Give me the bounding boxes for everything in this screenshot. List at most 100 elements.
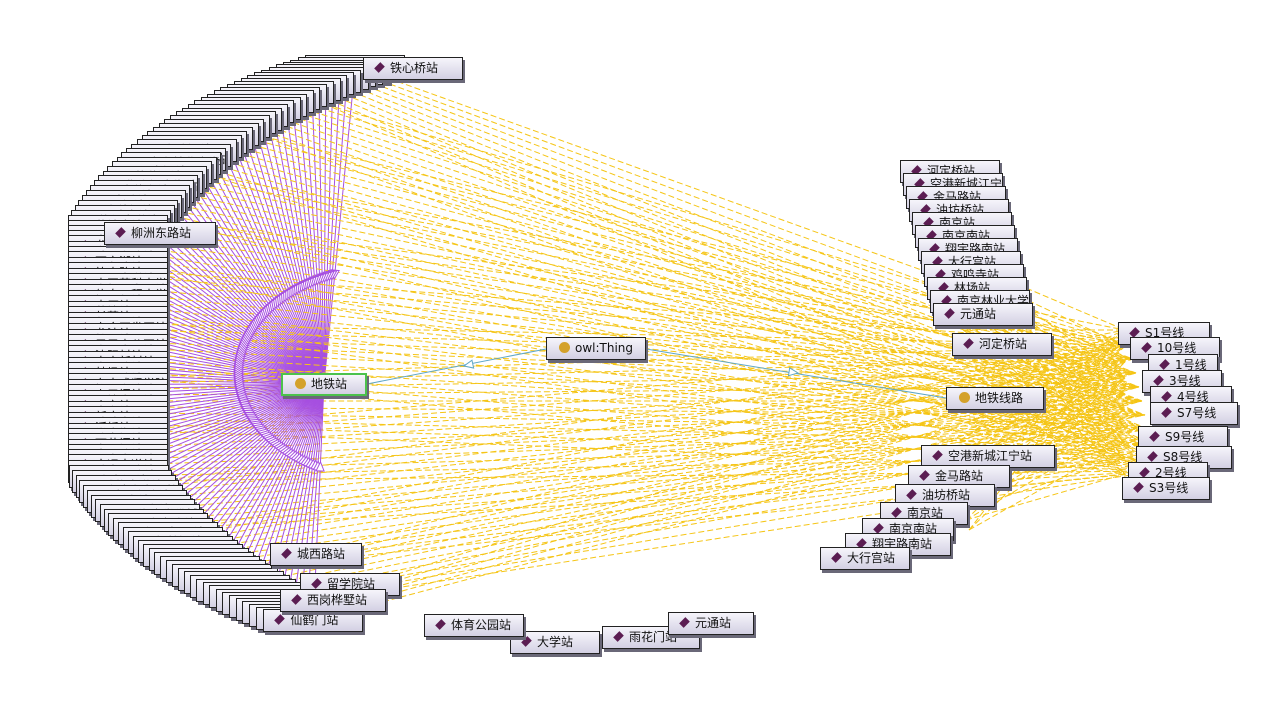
line-node[interactable]: S3号线 [1122, 477, 1210, 500]
subclass-edge [213, 129, 325, 385]
individual-diamond-icon [1159, 403, 1173, 424]
subclass-edge [285, 383, 325, 610]
type-edge [148, 185, 1143, 402]
type-edge [92, 278, 1137, 374]
type-edge [244, 110, 1149, 430]
station-node[interactable]: 体育公园站 [424, 614, 524, 637]
subclass-edge [202, 137, 325, 385]
subclass-edge [323, 66, 356, 385]
type-edge [971, 359, 1126, 427]
node-label: 元通站 [695, 616, 732, 630]
type-edge [167, 344, 1131, 534]
node-label: 大行宫站 [847, 551, 896, 565]
class-node-owl-thing[interactable]: owl:Thing [546, 337, 646, 360]
type-edge [105, 245, 1149, 430]
node-label: S9号线 [1165, 430, 1205, 444]
subclass-edge [323, 72, 334, 385]
subclass-edge [250, 107, 325, 385]
type-edge [252, 414, 1146, 594]
subclass-edge [231, 118, 325, 385]
subclass-edge [278, 383, 325, 607]
station-node[interactable]: 西岗桦墅站 [280, 589, 386, 612]
class-dot-icon [293, 375, 307, 394]
individual-diamond-icon [372, 58, 386, 79]
subclass-edge [219, 125, 325, 385]
thing-edge [366, 348, 547, 385]
type-edge [80, 361, 1152, 444]
individual-diamond-icon [930, 446, 944, 467]
node-label: 柳洲东路站 [131, 226, 192, 240]
type-edge [971, 299, 1126, 443]
type-edge [87, 405, 1146, 416]
station-node[interactable]: 元通站 [668, 612, 754, 635]
type-edge [80, 333, 1137, 374]
type-edge [968, 409, 1126, 459]
subclass-edge [291, 383, 325, 612]
type-edge [111, 235, 1143, 402]
type-edge [968, 329, 1126, 531]
subclass-edge [245, 383, 325, 590]
thing-arrow [462, 359, 475, 369]
station-node[interactable]: 大学站 [510, 631, 600, 654]
type-edge [968, 441, 1126, 531]
type-edge [968, 345, 1126, 471]
type-edge [197, 141, 1143, 402]
type-edge [965, 329, 1126, 461]
type-edge [80, 355, 1149, 430]
station-node[interactable]: 仙鹤门站 [263, 609, 364, 633]
type-edge [311, 80, 1149, 430]
type-edge [258, 428, 1149, 597]
node-label: 南京站 [907, 506, 944, 520]
node-label: 仙鹤门站 [290, 613, 339, 628]
class-node-station[interactable]: 地铁站 [281, 373, 367, 396]
type-edge [974, 309, 1126, 411]
class-node-line[interactable]: 地铁线路 [946, 387, 1044, 410]
type-edge [285, 344, 1131, 610]
type-edge [112, 428, 1149, 466]
subclass-edge [186, 150, 325, 385]
type-edge [233, 372, 1137, 583]
type-edge [198, 428, 1149, 560]
subclass-arrow [315, 460, 325, 472]
type-edge [974, 309, 1126, 347]
individual-diamond-icon [961, 334, 975, 355]
subclass-edge [252, 383, 325, 594]
station-node[interactable]: 河定桥站 [952, 333, 1052, 356]
line-node[interactable]: S7号线 [1150, 402, 1238, 425]
type-edge [115, 442, 1152, 472]
type-edge [239, 386, 1140, 587]
type-edge [968, 349, 1126, 411]
subclass-edge [323, 75, 327, 385]
node-label: 铁心桥站 [390, 61, 439, 75]
type-edge [82, 358, 1134, 385]
station-node[interactable]: 铁心桥站 [363, 57, 463, 80]
type-edge [188, 400, 1143, 552]
node-label: owl:Thing [575, 341, 634, 355]
station-node[interactable]: 大行宫站 [820, 547, 910, 570]
type-edge [278, 470, 1158, 607]
station-node[interactable]: 空港新城江宁站 [921, 445, 1055, 468]
type-edge [128, 210, 1158, 472]
type-edge [208, 133, 1137, 374]
station-node[interactable]: 柳洲东路站 [104, 222, 216, 245]
station-node[interactable]: 城西路站 [270, 543, 362, 566]
node-label: 2号线 [1155, 466, 1187, 480]
node-label: 大学站 [537, 635, 574, 649]
node-label: S1号线 [1145, 326, 1185, 340]
type-edge [276, 94, 1134, 360]
subclass-edge [243, 111, 325, 385]
type-edge [80, 339, 1140, 388]
type-edge [221, 344, 1131, 576]
node-label: 10号线 [1157, 341, 1197, 355]
type-edge [299, 372, 1137, 616]
station-node[interactable]: 元通站 [933, 303, 1033, 326]
type-edge [214, 129, 1134, 360]
type-edge [149, 428, 1149, 516]
type-edge [962, 361, 1126, 451]
type-edge [193, 414, 1146, 556]
node-label: 南京南站 [889, 522, 938, 536]
station-node[interactable]: 油坊桥站 [895, 484, 995, 507]
type-edge [139, 195, 1149, 430]
